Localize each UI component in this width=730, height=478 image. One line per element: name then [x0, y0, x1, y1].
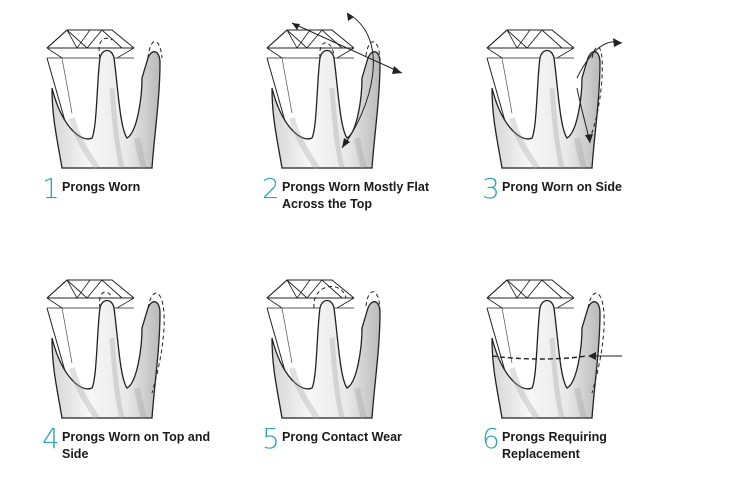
prong-illustration-4 [46, 279, 165, 418]
step-number: 4 [42, 422, 60, 455]
caption-1: 1 Prongs Worn [42, 172, 242, 205]
step-number: 6 [482, 422, 500, 455]
diagram-panel-2: 2 Prongs Worn Mostly Flat Across the Top [262, 12, 429, 228]
step-label: Prongs Worn on Top and Side [62, 430, 211, 461]
step-number: 5 [262, 422, 280, 455]
caption-4: 4 Prongs Worn on Top and Side [42, 422, 242, 463]
prong-illustration-1 [46, 29, 187, 168]
step-label: Prong Worn on Side [502, 180, 622, 194]
prong-illustration-6 [486, 279, 622, 418]
diagram-panel-6: 6 Prongs Requiring Replacement [482, 268, 642, 478]
prong-illustration-5 [266, 279, 407, 418]
step-label: Prongs Worn [62, 180, 141, 194]
prong-illustration-3 [486, 29, 623, 168]
step-label: Prongs Worn Mostly Flat Across the Top [282, 180, 429, 211]
caption-2: 2 Prongs Worn Mostly Flat Across the Top [262, 172, 462, 213]
step-number: 3 [482, 172, 500, 205]
diagram-panel-4: 4 Prongs Worn on Top and Side [42, 268, 210, 478]
caption-6: 6 Prongs Requiring Replacement [482, 422, 682, 463]
step-number: 1 [42, 172, 60, 205]
arrow-line [291, 22, 403, 74]
diagram-panel-1: 1 Prongs Worn [42, 18, 202, 228]
step-label: Prongs Requiring Replacement [502, 430, 607, 461]
step-label: Prong Contact Wear [282, 430, 402, 444]
caption-3: 3 Prong Worn on Side [482, 172, 682, 205]
prong-illustration-2 [266, 12, 403, 168]
step-number: 2 [262, 172, 280, 205]
caption-5: 5 Prong Contact Wear [262, 422, 462, 455]
diagram-panel-5: 5 Prong Contact Wear [262, 268, 422, 478]
diagram-panel-3: 3 Prong Worn on Side [482, 18, 642, 228]
